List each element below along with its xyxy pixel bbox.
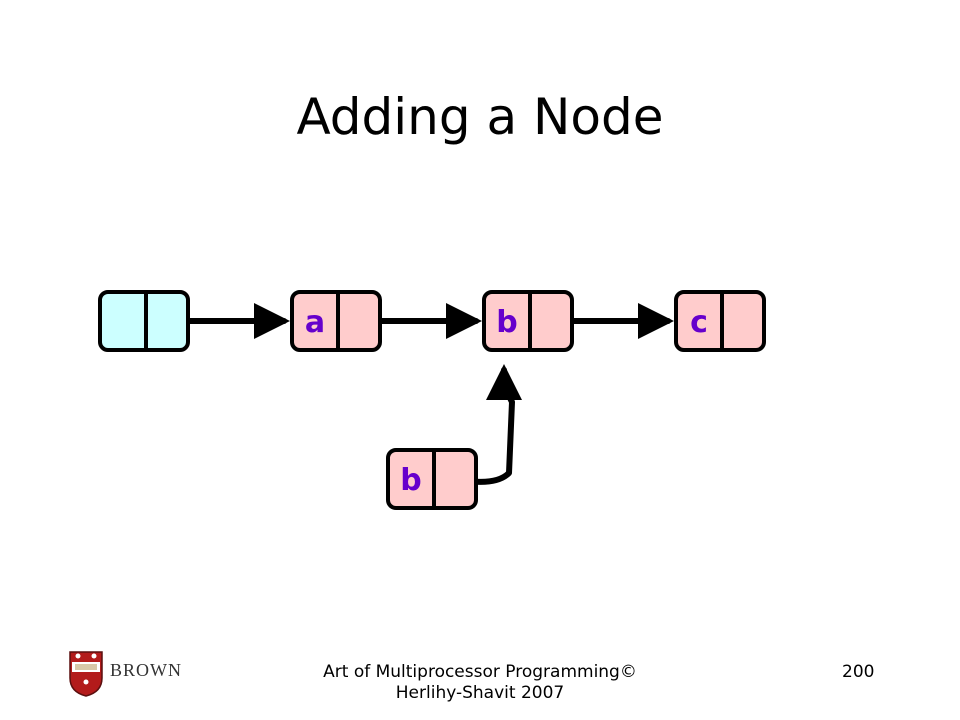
node-label-c: c xyxy=(690,305,708,340)
list-node-b-new: b xyxy=(386,448,478,510)
list-node-head xyxy=(98,290,190,352)
list-node-b: b xyxy=(482,290,574,352)
list-node-a: a xyxy=(290,290,382,352)
page-number: 200 xyxy=(842,662,875,682)
brown-university-shield-icon xyxy=(68,648,104,702)
node-label-b: b xyxy=(496,305,517,340)
brown-logo-text: BROWN xyxy=(110,660,182,680)
node-label-b-new: b xyxy=(400,463,421,498)
footer-credit: Art of Multiprocessor Programming© Herli… xyxy=(323,662,637,703)
node-label-a: a xyxy=(305,305,325,340)
slide-title: Adding a Node xyxy=(296,88,664,146)
list-node-c: c xyxy=(674,290,766,352)
